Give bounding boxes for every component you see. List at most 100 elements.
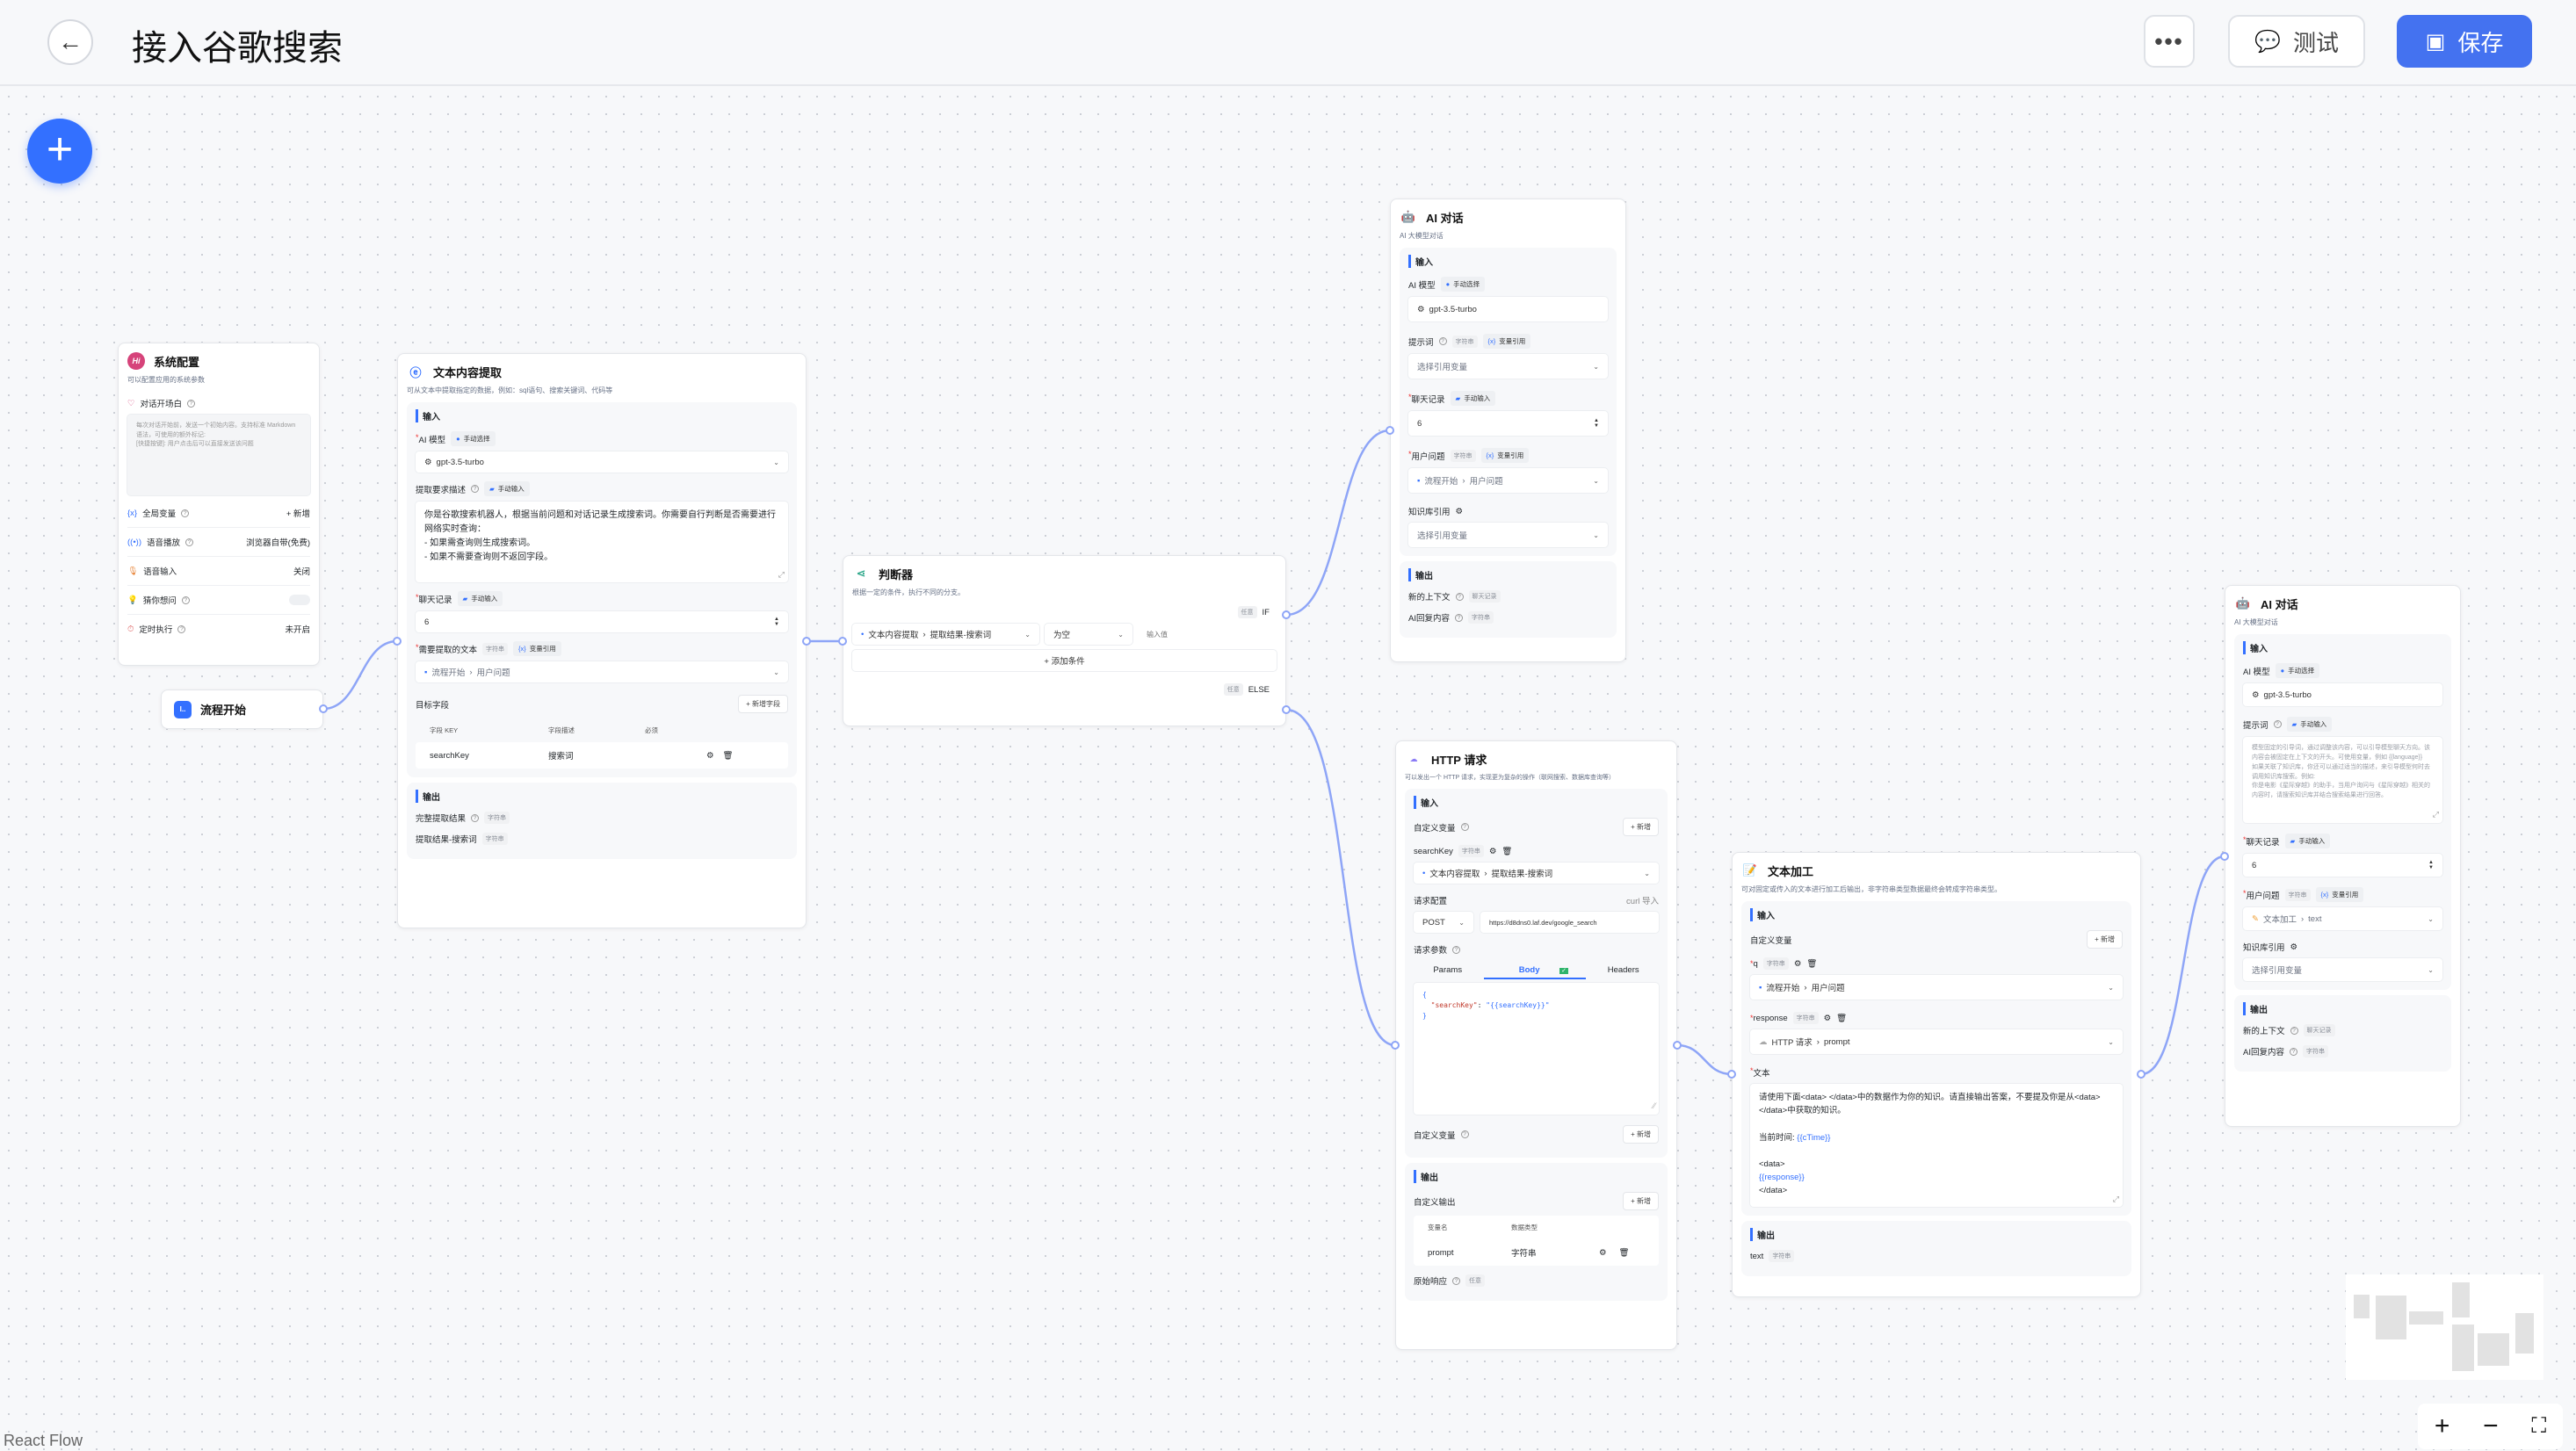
desc-source-tag[interactable]: ▰手动输入 [484,481,530,496]
prompt-source-tag[interactable]: {x}变量引用 [1482,334,1531,349]
config-row-tts[interactable]: ((•))语音播放?浏览器自带(免费) [127,528,310,557]
question-source-tag[interactable]: {x}变量引用 [1480,448,1530,463]
flow-start-node[interactable]: I..流程开始 [161,689,323,729]
tab-params[interactable]: Params [1433,965,1463,975]
history-source-tag[interactable]: ▰手动输入 [1450,391,1496,406]
var-reference-select[interactable]: •文本内容提取›提取结果-搜索词⌄ [1414,863,1659,884]
ai-chat-node-2[interactable]: 🤖AI 对话 AI 大模型对话 输入 AI 模型●手动选择 ⚙gpt-3.5-t… [2225,585,2461,1127]
model-select[interactable]: ⚙gpt-3.5-turbo [1408,297,1608,321]
ai2-input-handle[interactable] [2220,852,2229,861]
url-input[interactable]: https://d8dns0.laf.dev/google_search [1480,912,1659,933]
edge-http-to-textproc[interactable] [1676,1043,1733,1076]
add-node-button[interactable]: + [27,119,92,184]
http-input-handle[interactable] [1391,1041,1400,1050]
react-flow-attribution[interactable]: React Flow [4,1432,83,1449]
history-source-tag[interactable]: ▰手动输入 [457,591,503,606]
guess-toggle[interactable] [289,595,310,605]
var-reference-select[interactable]: ▪流程开始›用户问题⌄ [1750,975,2123,1000]
extract-prompt-textarea[interactable]: 你是谷歌搜索机器人，根据当前问题和对话记录生成搜索词。你需要自行判断是否需要进行… [416,502,788,582]
var-reference-select[interactable]: ☁HTTP 请求›prompt⌄ [1750,1029,2123,1054]
gear-icon[interactable]: ⚙ [1488,846,1497,856]
model-source-tag[interactable]: ●手动选择 [451,431,496,446]
judge-if-handle[interactable] [1282,610,1291,619]
model-select[interactable]: ⚙gpt-3.5-turbo⌄ [416,451,788,473]
judge-input-handle[interactable] [838,637,847,646]
textproc-output-handle[interactable] [2137,1070,2145,1079]
question-select[interactable]: ✎文本加工›text⌄ [2243,907,2442,930]
config-row-voice-input[interactable]: 🎙语音输入关闭 [127,557,310,586]
model-select[interactable]: ⚙gpt-3.5-turbo [2243,683,2442,706]
zoom-out-button[interactable]: − [2483,1411,2499,1440]
stepper-icon[interactable]: ▲▼ [774,617,779,627]
more-button[interactable]: ••• [2144,15,2195,68]
judge-else-handle[interactable] [1282,705,1291,714]
extract-output-handle[interactable] [802,637,811,646]
history-source-tag[interactable]: ▰手动输入 [2284,834,2331,848]
add-output-button[interactable]: + 新增 [1623,1192,1659,1210]
add-condition-button[interactable]: + 添加条件 [852,650,1277,671]
zoom-in-button[interactable]: + [2434,1411,2450,1440]
model-source-tag[interactable]: ●手动选择 [1440,277,1486,292]
stepper-icon[interactable]: ▲▼ [2428,860,2434,870]
save-button[interactable]: ▣保存 [2397,15,2532,68]
minimap[interactable] [2346,1274,2543,1380]
trash-icon[interactable]: 🗑 [722,750,734,761]
config-row-global-vars[interactable]: {x}全局变量?+ 新增 [127,499,310,528]
extract-input-handle[interactable] [393,637,402,646]
edge-judge-else-to-http[interactable] [1285,708,1396,1047]
back-button[interactable]: ← [47,19,93,65]
resize-icon[interactable]: ⁄⁄ [1652,1101,1655,1111]
gear-icon[interactable]: ⚙ [1599,1247,1607,1258]
http-output-handle[interactable] [1673,1041,1682,1050]
ai-chat-node-1[interactable]: 🤖AI 对话 AI 大模型对话 输入 AI 模型●手动选择 ⚙gpt-3.5-t… [1390,199,1626,662]
kb-select[interactable]: 选择引用变量⌄ [2243,958,2442,981]
question-select[interactable]: ▪流程开始›用户问题⌄ [1408,468,1608,493]
method-select[interactable]: POST⌄ [1414,912,1473,933]
condition-value-input[interactable] [1138,630,1243,639]
expand-icon[interactable]: ⤢ [2112,1194,2119,1203]
expand-icon[interactable]: ⤢ [2432,810,2439,819]
curl-import-link[interactable]: curl 导入 [1626,897,1659,906]
text-template-editor[interactable]: 请使用下面<data> </data>中的数据作为你的知识。请直接输出答案，不要… [1750,1084,2123,1207]
flow-start-output-handle[interactable] [319,704,328,713]
condition-operator-select[interactable]: 为空⌄ [1045,624,1132,645]
welcome-textarea[interactable]: 每次对话开始前，发送一个初始内容。支持标准 Markdown 语法，可使用的额外… [127,415,310,495]
history-number-input[interactable]: 6▲▼ [416,611,788,632]
edge-start-to-extract[interactable] [322,639,398,711]
tab-body[interactable]: Body ✓ [1483,963,1587,979]
kb-select[interactable]: 选择引用变量⌄ [1408,523,1608,547]
trash-icon[interactable]: 🗑 [1618,1247,1630,1258]
config-row-schedule[interactable]: ⏱定时执行?未开启 [127,615,310,643]
gear-icon[interactable]: ⚙ [1455,506,1464,516]
question-source-tag[interactable]: {x}变量引用 [2315,887,2364,902]
expand-icon[interactable]: ⤢ [778,569,785,579]
history-number-input[interactable]: 6▲▼ [1408,411,1608,436]
prompt-textarea[interactable]: 模型固定的引导词，通过调整该内容，可以引导模型聊天方向。该内容会被固定在上下文的… [2243,737,2442,823]
history-number-input[interactable]: 6▲▼ [2243,854,2442,877]
edge-textproc-to-ai2[interactable] [2140,855,2225,1076]
fit-view-button[interactable]: ⛶ [2531,1414,2547,1438]
add-field-button[interactable]: + 新增字段 [738,695,788,713]
gear-icon[interactable]: ⚙ [1823,1013,1832,1023]
edge-judge-if-to-ai1[interactable] [1285,429,1391,617]
test-button[interactable]: 💬测试 [2228,15,2365,68]
ai1-input-handle[interactable] [1386,426,1394,435]
add-variable-button[interactable]: + 新增 [2087,930,2123,949]
text-reference-select[interactable]: ▪流程开始›用户问题⌄ [416,661,788,682]
stepper-icon[interactable]: ▲▼ [1594,418,1599,429]
trash-icon[interactable]: 🗑 [1501,846,1513,856]
add-variable-button[interactable]: + 新增 [1623,818,1659,836]
condition-variable-select[interactable]: •文本内容提取›提取结果-搜索词⌄ [852,624,1039,645]
model-source-tag[interactable]: ●手动选择 [2275,663,2320,678]
text-source-tag[interactable]: {x}变量引用 [513,641,561,656]
gear-icon[interactable]: ⚙ [1793,958,1802,969]
tab-headers[interactable]: Headers [1607,965,1639,975]
gear-icon[interactable]: ⚙ [706,750,714,761]
body-editor[interactable]: { "searchKey": "{{searchKey}}" }⁄⁄ [1414,983,1659,1115]
trash-icon[interactable]: 🗑 [1836,1013,1848,1023]
textproc-input-handle[interactable] [1727,1070,1736,1079]
trash-icon[interactable]: 🗑 [1806,958,1818,969]
